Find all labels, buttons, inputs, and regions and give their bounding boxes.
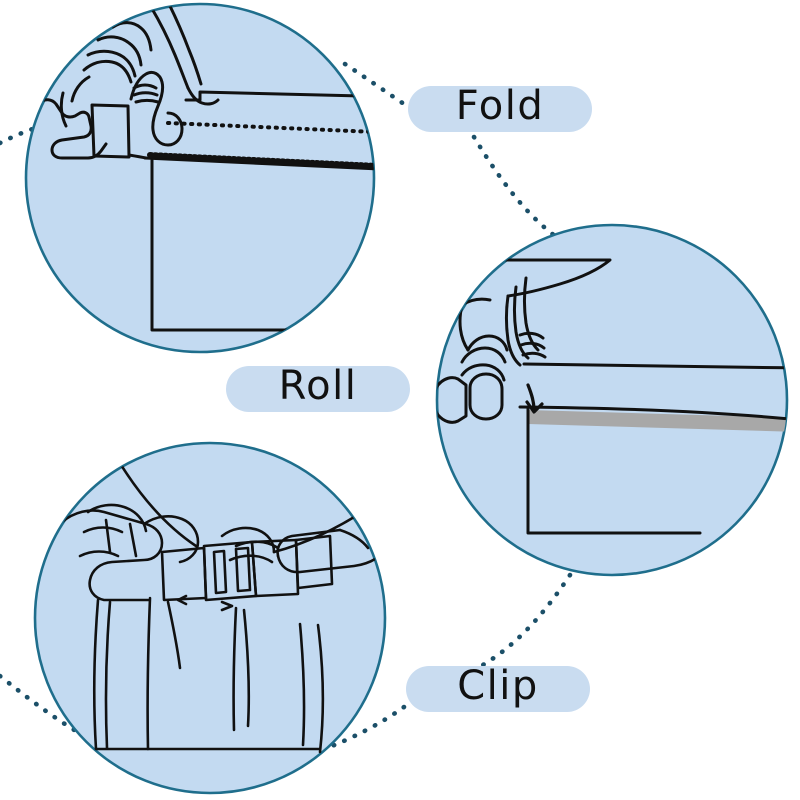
bag-body-outline-roll (526, 406, 702, 535)
left-arm-top-edge (116, 458, 198, 548)
buckle-clip-rect (90, 103, 131, 159)
hand-finger-roll-1 (466, 334, 509, 352)
hand-finger-roll-3 (460, 363, 506, 382)
right-hand-wrist-line (338, 528, 370, 550)
buckle-strap-tail (127, 153, 148, 160)
bag-sack-crease-1 (104, 600, 112, 750)
bag-body-outline (150, 157, 332, 332)
hand-thumb-outline (129, 70, 184, 147)
hand-thumb-roll (468, 372, 504, 421)
left-hand-finger-2 (82, 526, 124, 534)
left-hand-outline (60, 509, 164, 602)
clip-circle-group (33, 441, 387, 795)
hand-finger-2 (86, 49, 137, 78)
fold-circle-group (24, 2, 376, 354)
bag-sack-crease-3 (166, 600, 182, 670)
bag-flap-outline (488, 258, 612, 298)
hand-index-top-2 (166, 4, 203, 86)
hand-folding-dry-bag-top-illustration (36, 4, 374, 332)
right-hand-outline (276, 494, 385, 574)
hand-knuckle-line (70, 75, 91, 103)
connector-fold-pill-to-circle2 (471, 134, 565, 244)
finger-crease-2 (519, 341, 546, 350)
thumb-nail-crease-3 (134, 99, 160, 104)
connector-circle1-to-fold-pill (342, 61, 407, 107)
thumb-nail-crease-2 (132, 91, 159, 97)
connector-fold-left-tail (0, 123, 45, 146)
two-hands-clipping-buckle-illustration (60, 458, 385, 754)
clip-pill-bg (406, 666, 590, 712)
roll-direction-arrowhead (525, 400, 544, 414)
buckle-block-roll (437, 376, 468, 424)
bag-sack-crease-6 (298, 622, 306, 747)
left-hand-knuckle-crease-2 (104, 518, 112, 554)
connector-clip-left-tail (0, 673, 89, 740)
buckle-webbing-right (294, 534, 334, 590)
bag-top-edge-line (184, 90, 374, 102)
right-hand-thumb (220, 526, 276, 554)
roll-band-bottom-edge (518, 405, 787, 422)
roll-shadow-band (528, 410, 787, 432)
roll-circle-bg (435, 223, 789, 577)
connector-circle2-to-clip-pill (467, 572, 573, 675)
fold-pill[interactable]: Fold (408, 83, 592, 132)
hand-index-tip-curve (186, 86, 220, 106)
left-hand-thumb (142, 514, 200, 564)
buckle-male-half (250, 538, 300, 598)
roll-pill[interactable]: Roll (226, 363, 410, 412)
finger-crease-1 (518, 331, 545, 340)
clip-pill[interactable]: Clip (406, 663, 590, 712)
roll-circle-group (435, 223, 789, 577)
hand-back-outline (59, 91, 68, 128)
bag-stitch-dotted-lower (147, 152, 374, 170)
hand-finger-roll-2 (460, 346, 507, 364)
finger-crease-3 (521, 351, 547, 359)
left-hand-finger-1 (86, 503, 148, 533)
left-hand-finger-3 (78, 550, 120, 558)
hand-finger-over-2 (513, 285, 530, 360)
buckle-prong-left (212, 549, 228, 595)
roll-band-top-edge (522, 362, 787, 370)
label-pills: Fold Roll Clip (226, 83, 592, 712)
fold-pill-label: Fold (456, 83, 545, 129)
thumb-nail-crease-1 (132, 83, 158, 90)
hand-finger-3 (96, 35, 143, 67)
roll-pill-label: Roll (279, 363, 358, 409)
bag-sack-crease-5 (242, 608, 251, 728)
clip-pill-label: Clip (457, 663, 539, 709)
clip-circle-bg (33, 441, 387, 795)
bag-sack-right-edge (316, 623, 325, 754)
roll-pill-bg (226, 366, 410, 412)
buckle-webbing-left (160, 546, 208, 602)
connector-dotted-lines (0, 61, 573, 779)
bag-stitch-dotted-upper (166, 121, 374, 135)
left-hand-knuckle-crease (128, 522, 138, 558)
bag-sack-crease-2 (146, 596, 152, 751)
roll-direction-arrow (526, 383, 536, 412)
bag-fold-edge-line (143, 156, 374, 172)
hand-finger-over-1 (505, 294, 522, 367)
buckle-prong-right (234, 546, 252, 593)
fold-pill-bg (408, 86, 592, 132)
hand-finger-1 (82, 59, 133, 84)
bag-sack-left-edge (92, 598, 100, 751)
buckle-join-arrow-left (176, 594, 188, 606)
fold-circle-bg (24, 2, 376, 354)
hand-finger-4 (111, 21, 153, 52)
bag-sack-crease-4 (232, 606, 238, 732)
buckle-join-arrow-right (220, 600, 234, 612)
hand-index-top-1 (149, 5, 190, 90)
connector-clip-pill-to-bottom-right (212, 704, 407, 779)
